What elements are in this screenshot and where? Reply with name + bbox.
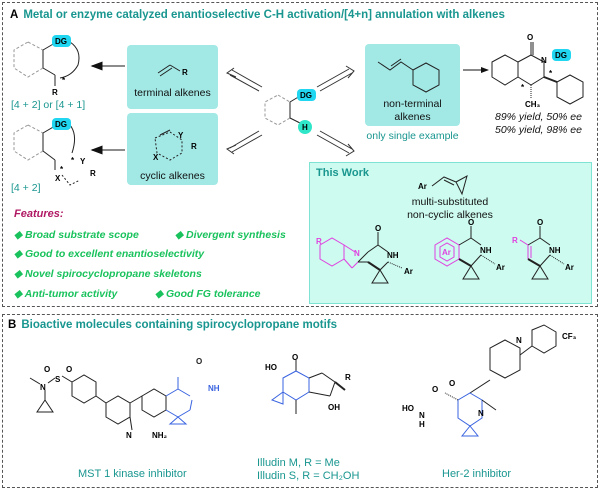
ch3-label: CH₃	[525, 100, 541, 109]
this-work-label-1: multi-substituted	[411, 196, 489, 208]
her2-label: Her-2 inhibitor	[442, 468, 512, 480]
o-label: O	[66, 365, 72, 374]
ar-label: Ar	[442, 248, 451, 257]
n-label: N	[419, 411, 425, 420]
o-label: O	[432, 385, 438, 394]
dg-badge	[552, 49, 571, 61]
cf3-label: CF₃	[562, 332, 577, 341]
x-label: X	[55, 174, 61, 183]
dg-label: DG	[55, 120, 67, 129]
stereo-star: *	[60, 165, 64, 174]
this-work-box	[309, 162, 592, 304]
dg-label: DG	[555, 51, 567, 60]
product-top-label: [4 + 2] or [4 + 1]	[11, 99, 86, 111]
n-label: N	[516, 336, 522, 345]
panel-a-title-text: Metal or enzyme catalyzed enantioselecti…	[23, 9, 505, 21]
ho-label: HO	[402, 404, 414, 413]
illudin-label-2: Illudin S, R = CH₂OH	[257, 470, 360, 482]
panel-b: B Bioactive molecules containing spirocyc…	[2, 314, 598, 488]
n-label: N	[478, 409, 484, 418]
substrate-dg-label: DG	[300, 91, 312, 100]
panel-b-letter: B	[8, 319, 17, 331]
n-label: N	[354, 249, 360, 258]
feature-item: ◆ Good FG tolerance	[155, 288, 261, 300]
x-label: X	[153, 153, 159, 162]
stereo-star: *	[71, 156, 75, 165]
feature-item: ◆ Broad substrate scope	[14, 229, 139, 241]
feature-item: ◆ Good to excellent enantioselectivity	[14, 248, 205, 260]
dg-badge	[297, 89, 316, 101]
n-label: N	[126, 431, 132, 440]
product-top-structure	[13, 41, 80, 86]
non-terminal-label-2: alkenes	[394, 111, 431, 123]
h-badge	[298, 120, 312, 134]
features-heading: Features:	[14, 208, 64, 220]
nh2-label: NH₂	[152, 431, 168, 440]
ar-label: Ar	[496, 263, 505, 272]
h-label: H	[419, 420, 425, 429]
ho-label: HO	[265, 363, 277, 372]
stereo-star: *	[549, 69, 553, 78]
ar-label: Ar	[565, 263, 574, 272]
terminal-alkenes-label: terminal alkenes	[134, 87, 211, 99]
o-label: O	[527, 33, 533, 42]
r-label: R	[316, 237, 322, 246]
s-label: S	[55, 375, 61, 384]
o-label: O	[292, 353, 298, 362]
o-label: O	[196, 357, 202, 366]
nh-label: NH	[208, 384, 220, 393]
stereo-star: *	[521, 83, 525, 92]
ar-label: Ar	[418, 182, 427, 191]
r-label: R	[191, 142, 197, 151]
o-label: O	[449, 379, 455, 388]
n-label: N	[541, 56, 547, 65]
cyclic-alkenes-label: cyclic alkenes	[140, 170, 205, 182]
o-label: O	[44, 365, 50, 374]
feature-item: ◆ Divergent synthesis	[175, 229, 286, 241]
r-label: R	[345, 373, 351, 382]
o-label: O	[468, 218, 474, 227]
ar-label: Ar	[404, 267, 413, 276]
o-label: O	[537, 218, 543, 227]
terminal-alkenes-box	[127, 45, 218, 109]
illudin-label-1: Illudin M, R = Me	[257, 457, 340, 469]
non-terminal-note: only single example	[366, 130, 459, 142]
mst1-label: MST 1 kinase inhibitor	[78, 468, 187, 480]
r-label: R	[512, 236, 518, 245]
nh-label: NH	[480, 246, 492, 255]
this-work-heading: This Work	[316, 167, 369, 179]
panel-b-title: B Bioactive molecules containing spirocyc…	[8, 319, 337, 331]
dg-badge	[52, 35, 71, 47]
double-arrows	[225, 65, 355, 157]
stereo-star: *	[62, 76, 66, 85]
n-label: N	[40, 383, 46, 392]
o-label: O	[375, 224, 381, 233]
product-bottom-label: [4 + 2]	[11, 182, 41, 194]
dg-label: DG	[55, 37, 67, 46]
feature-item: ◆ Anti-tumor activity	[14, 288, 118, 300]
r-label: R	[182, 68, 188, 77]
result-line-1: 89% yield, 50% ee	[495, 111, 582, 123]
nh-label: NH	[549, 246, 561, 255]
this-work-label-2: non-cyclic alkenes	[407, 209, 493, 221]
non-terminal-label-1: non-terminal	[383, 98, 442, 110]
panel-a: A Metal or enzyme catalyzed enantioselect…	[2, 2, 598, 307]
r-label: R	[90, 169, 96, 178]
substrate-h-label: H	[302, 123, 308, 132]
cyclic-alkenes-box	[127, 113, 218, 185]
y-label: Y	[178, 131, 184, 140]
oh-label: OH	[328, 403, 340, 412]
feature-item: ◆ Novel spirocyclopropane skeletons	[14, 268, 202, 280]
r-label: R	[52, 88, 58, 97]
result-line-2: 50% yield, 98% ee	[495, 124, 582, 136]
panel-b-title-text: Bioactive molecules containing spirocycl…	[21, 319, 337, 331]
dg-badge	[52, 118, 71, 130]
panel-a-title: A Metal or enzyme catalyzed enantioselect…	[10, 9, 505, 21]
y-label: Y	[80, 157, 86, 166]
product-bottom-structure	[13, 124, 81, 186]
nh-label: NH	[387, 251, 399, 260]
panel-a-letter: A	[10, 9, 19, 21]
